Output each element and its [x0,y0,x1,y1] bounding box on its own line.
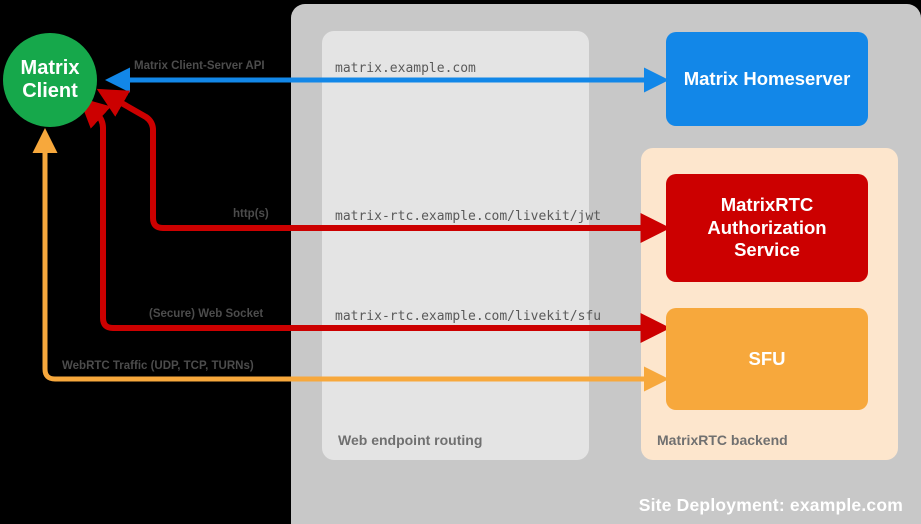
link-label-webrtc-traffic: WebRTC Traffic (UDP, TCP, TURNs) [62,360,254,372]
endpoint-url-livekit-sfu: matrix-rtc.example.com/livekit/sfu [335,309,602,324]
node-auth-line2: Authorization [707,216,827,238]
node-auth-line3: Service [734,239,800,261]
endpoint-url-matrix: matrix.example.com [335,61,476,76]
node-matrix-homeserver[interactable]: Matrix Homeserver [666,32,868,126]
node-matrix-client-line2: Client [22,80,78,102]
node-sfu-label: SFU [748,347,786,369]
node-sfu[interactable]: SFU [666,308,868,410]
endpoint-url-livekit-jwt: matrix-rtc.example.com/livekit/jwt [335,209,602,224]
web-endpoint-routing-container: Web endpoint routing [322,31,589,460]
link-label-client-server-api: Matrix Client-Server API [134,60,265,72]
node-matrixrtc-authorization-service[interactable]: MatrixRTC Authorization Service [666,174,868,282]
web-endpoint-routing-label: Web endpoint routing [338,432,483,448]
node-matrix-client-line1: Matrix [20,57,80,79]
link-label-http-s: http(s) [233,208,269,220]
site-deployment-label: Site Deployment: example.com [638,495,903,515]
matrixrtc-backend-label: MatrixRTC backend [657,432,788,448]
node-auth-line1: MatrixRTC [720,194,814,216]
link-label-secure-websocket: (Secure) Web Socket [149,308,264,320]
node-matrix-client[interactable]: Matrix Client [3,33,97,127]
node-matrix-homeserver-label: Matrix Homeserver [683,67,851,89]
